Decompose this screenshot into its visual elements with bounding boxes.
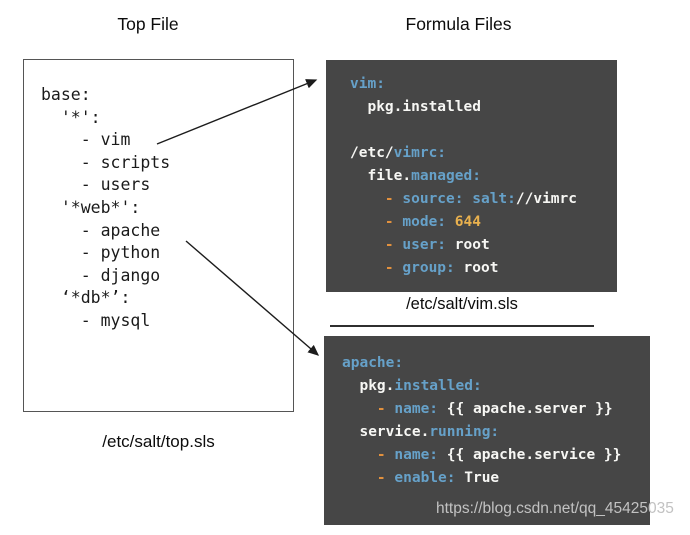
code-line: - mode: 644 [350,214,481,230]
vim-formula-path-caption: /etc/salt/vim.sls [406,295,518,313]
top-file-code: base: '*': - vim - scripts - users '*web… [41,85,171,330]
top-file-title: Top File [117,14,179,34]
code-line: file.managed: [350,168,481,184]
code-line: - source: salt://vimrc [350,191,577,207]
code-line: service.running: [342,424,500,440]
code-line: /etc/vimrc: [350,145,447,161]
apache-formula-panel: apache: pkg.installed: - name: {{ apache… [324,336,650,525]
top-file-path-caption: /etc/salt/top.sls [102,432,215,451]
code-line: - group: root [350,260,499,276]
code-line: apache: [342,355,404,371]
watermark-url: https://blog.csdn.net/qq_45425035 [436,500,674,517]
code-line [350,119,617,142]
formula-files-title: Formula Files [405,14,512,34]
code-line: pkg.installed: [342,378,482,394]
code-line: vim: [350,76,385,92]
code-line: - user: root [350,237,490,253]
code-line: - name: {{ apache.server }} [342,401,613,417]
code-line: - name: {{ apache.service }} [342,447,622,463]
top-file-box: base: '*': - vim - scripts - users '*web… [23,59,294,412]
vim-formula-caption-underline: /etc/salt/vim.sls [330,295,594,327]
code-line: pkg.installed [350,99,481,115]
vim-formula-panel: vim: pkg.installed /etc/vimrc: file.mana… [326,60,617,292]
code-line: - enable: True [342,470,500,486]
